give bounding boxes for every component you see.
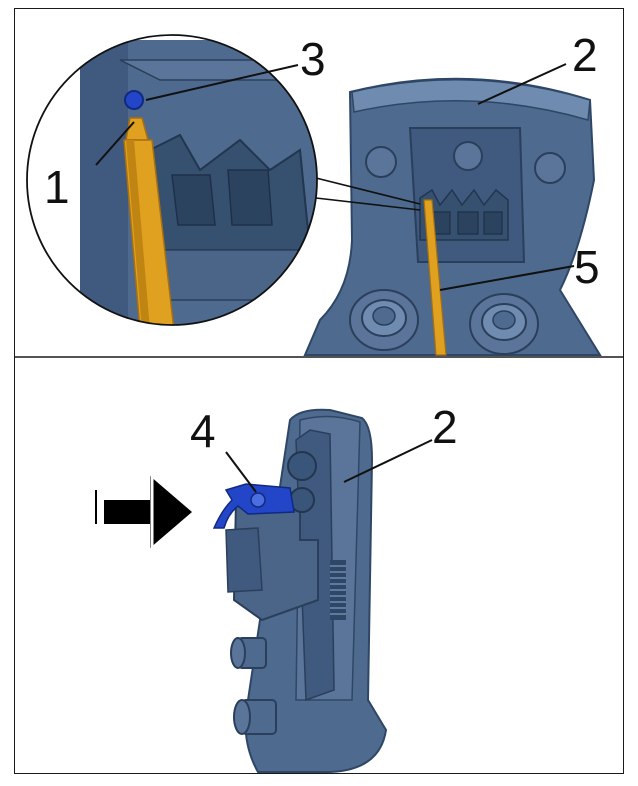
callout-5: 5 [574, 241, 600, 293]
gauge-pin-shape [423, 199, 447, 356]
callout-2-top: 2 [572, 29, 598, 81]
adjust-knob-upper-icon [230, 637, 267, 669]
callout-3: 3 [300, 33, 326, 85]
bolt-3-icon [124, 90, 144, 110]
bolt-left-icon [349, 289, 419, 351]
push-arrow-icon [95, 476, 192, 548]
tool-side-view [212, 408, 388, 773]
callout-2-bottom: 2 [432, 401, 458, 453]
bolt-right-icon [469, 293, 539, 355]
callout-4: 4 [190, 405, 216, 457]
tool-head-front [303, 77, 602, 356]
callout-1: 1 [44, 161, 70, 213]
magnified-detail [26, 34, 318, 326]
adjust-knob-lower-icon [233, 699, 277, 735]
